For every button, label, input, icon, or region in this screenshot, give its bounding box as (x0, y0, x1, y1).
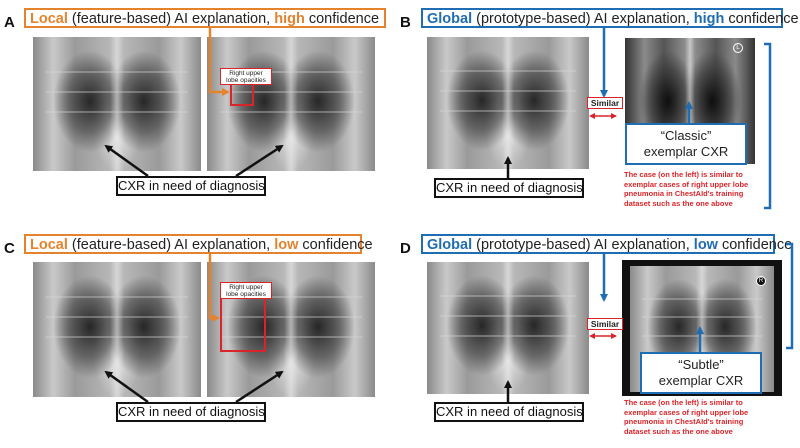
panel-c-title-kw2: low (274, 237, 299, 253)
panel-letter-b: B (400, 14, 411, 31)
panel-b-title-kw1: Global (427, 11, 473, 27)
panel-a-region-box (230, 82, 254, 106)
panel-d-caption-line: dataset such as the one above (624, 426, 733, 436)
panel-c-cxr-label: CXR in need of diagnosis (116, 402, 266, 422)
panel-a-title-end: confidence (304, 11, 380, 27)
panel-b-title: Global (prototype-based) AI explanation,… (421, 8, 799, 28)
panel-b-xray-query (427, 37, 589, 169)
panel-letter-c: C (4, 240, 15, 257)
panel-b-similar-label: Similar (587, 97, 623, 109)
panel-a-title-kw2: high (274, 11, 305, 27)
panel-b-caption: The case (on the left) is similar to exe… (624, 170, 748, 208)
panel-a-title-mid: (feature-based) AI explanation, (67, 11, 275, 27)
panel-d-exemplar-line1: “Subtle” (678, 357, 724, 372)
panel-a-title: Local (feature-based) AI explanation, hi… (24, 8, 386, 28)
panel-d-caption-line: exemplar cases of right upper lobe (624, 407, 749, 417)
panel-b-title-mid: (prototype-based) AI explanation, (472, 11, 694, 27)
panel-d-caption-line: pneumonia in ChestAId's training (624, 417, 744, 426)
panel-d-title-end: confidence (717, 237, 793, 253)
panel-b-caption-line: pneumonia in ChestAId's training (624, 189, 744, 198)
panel-d-cxr-label: CXR in need of diagnosis (434, 402, 584, 422)
panel-d-title: Global (prototype-based) AI explanation,… (421, 234, 792, 254)
panel-c-title-end: confidence (298, 237, 373, 253)
panel-c-region-box (220, 296, 266, 352)
panel-b-exemplar-line1: “Classic” (660, 128, 712, 143)
panel-b-title-kw2: high (693, 11, 725, 27)
panel-d-caption: The case (on the left) is similar to exe… (624, 398, 748, 436)
panel-letter-a: A (4, 14, 15, 31)
panel-b-caption-line: dataset such as the one above (624, 198, 733, 208)
panel-b-exemplar-label: “Classic” exemplar CXR (625, 123, 747, 165)
panel-d-similar-label: Similar (587, 318, 623, 330)
panel-c-title: Local (feature-based) AI explanation, lo… (24, 234, 373, 254)
panel-d-caption-line: The case (on the left) is similar to (624, 398, 743, 407)
panel-a-cxr-label: CXR in need of diagnosis (116, 176, 266, 196)
panel-b-caption-line: exemplar cases of right upper lobe (624, 179, 749, 189)
panel-d-title-kw2: low (693, 237, 718, 253)
panel-d-title-kw1: Global (427, 237, 473, 253)
panel-c-region-label: Right upper lobe opacities (220, 282, 272, 299)
panel-b-title-end: confidence (724, 11, 799, 27)
panel-b-exemplar-line2: exemplar CXR (643, 144, 729, 159)
panel-d-exemplar-label: “Subtle” exemplar CXR (640, 352, 762, 394)
panel-a-title-kw1: Local (30, 11, 68, 27)
panel-a-region-label: Right upper lobe opacities (220, 68, 272, 85)
panel-d-marker: R (756, 276, 766, 286)
panel-d-exemplar-line2: exemplar CXR (658, 373, 744, 388)
panel-c-title-kw1: Local (30, 237, 68, 253)
panel-a-xray-left (33, 37, 201, 171)
panel-letter-d: D (400, 240, 411, 257)
panel-b-cxr-label: CXR in need of diagnosis (434, 178, 584, 198)
panel-c-xray-right (207, 262, 375, 397)
panel-b-caption-line: The case (on the left) is similar to (624, 170, 743, 179)
panel-b-marker: L (733, 43, 743, 53)
panel-c-title-mid: (feature-based) AI explanation, (67, 237, 275, 253)
panel-d-title-mid: (prototype-based) AI explanation, (472, 237, 694, 253)
panel-c-xray-left (33, 262, 201, 397)
panel-d-xray-query (427, 262, 589, 394)
